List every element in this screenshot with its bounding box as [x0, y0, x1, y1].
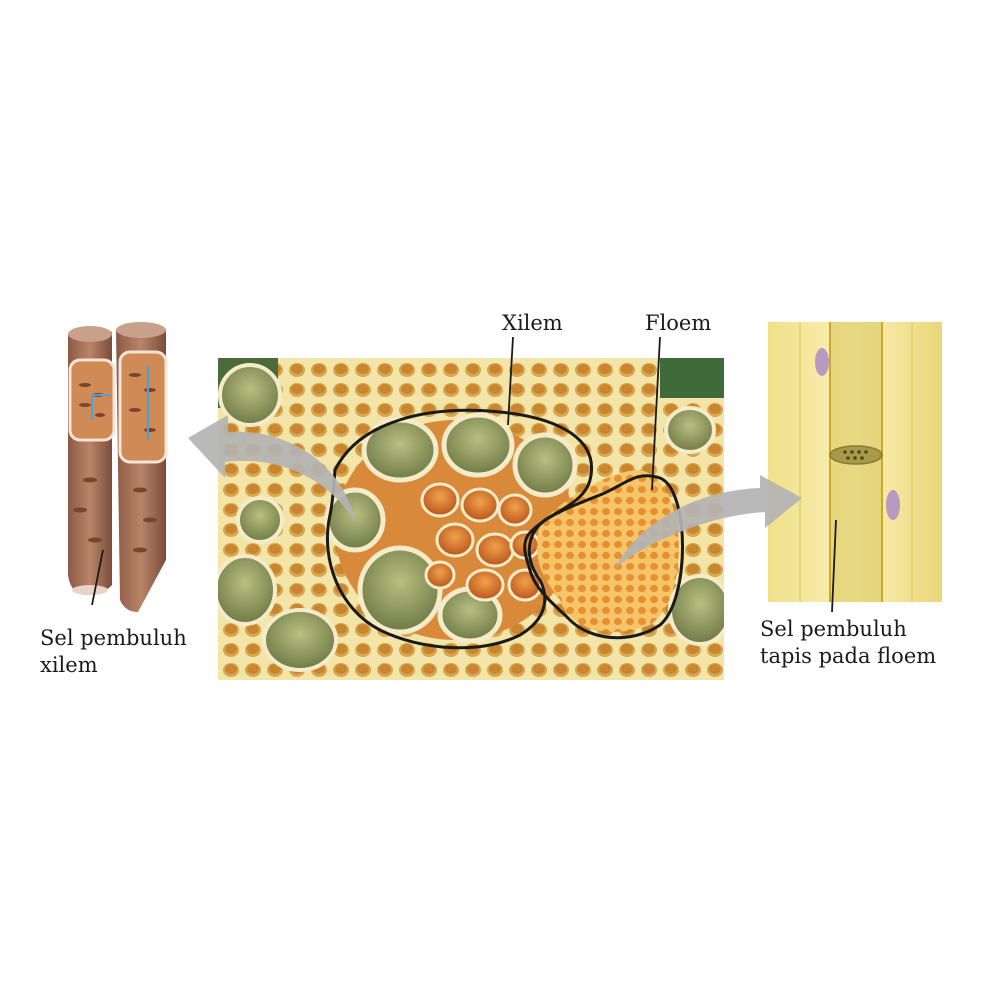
phloem-label: Floem — [645, 311, 712, 335]
arrow-to-sieve-tube — [615, 475, 802, 568]
stem-cross-section-micrograph — [218, 358, 724, 680]
sieve-tube-caption-line1: Sel pembuluh — [760, 617, 907, 641]
xylem-leader-line — [507, 336, 514, 426]
xylem-vessel-caption: Sel pembuluh xilem — [40, 625, 187, 679]
xylem-vessel-illustration — [68, 322, 168, 612]
arrow-to-xylem-vessel — [188, 415, 355, 522]
xylem-vessel-caption-line1: Sel pembuluh — [40, 626, 187, 650]
phloem-leader-line — [651, 336, 661, 491]
sieve-tube-caption: Sel pembuluh tapis pada floem — [760, 616, 936, 670]
xylem-label: Xilem — [502, 311, 563, 335]
sieve-tube-illustration — [768, 322, 942, 613]
xylem-vessel-caption-line2: xilem — [40, 653, 98, 677]
sieve-tube-caption-line2: tapis pada floem — [760, 644, 937, 668]
